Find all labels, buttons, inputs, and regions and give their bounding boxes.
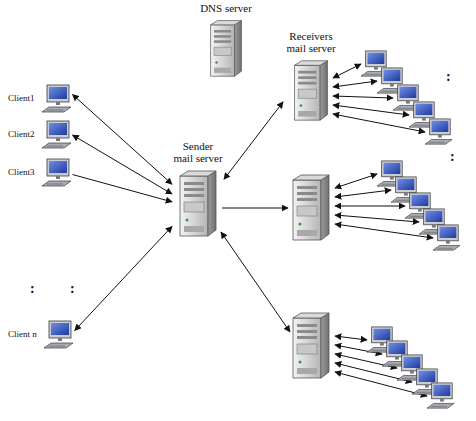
server-label: Sender mail server xyxy=(172,140,224,164)
mail-link xyxy=(335,215,419,222)
mail-link xyxy=(75,226,172,330)
server-node: Sender mail server xyxy=(172,140,224,238)
server-icon xyxy=(177,168,219,238)
mail-link xyxy=(335,174,377,188)
client-node: Client2 xyxy=(8,120,73,150)
computer-icon xyxy=(433,225,460,250)
server-icon xyxy=(206,18,246,78)
client-label: Client n xyxy=(8,330,37,340)
computer-icon xyxy=(427,383,454,408)
computer-icon xyxy=(43,320,75,350)
server-icon xyxy=(291,58,331,122)
mail-link xyxy=(335,190,391,197)
mail-link xyxy=(224,102,283,179)
continuation-dots: : xyxy=(450,150,455,164)
receiver-side xyxy=(221,51,460,408)
mail-link xyxy=(221,232,290,332)
mail-link xyxy=(73,95,173,185)
computer-icon xyxy=(41,120,73,150)
client-node: Client1 xyxy=(8,84,73,114)
continuation-dots: : xyxy=(446,70,451,84)
computer-icon xyxy=(41,84,73,114)
mail-link xyxy=(333,114,425,132)
mail-link xyxy=(333,81,377,87)
mail-link xyxy=(335,206,405,207)
mail-link xyxy=(222,208,288,209)
client-node: Client n xyxy=(8,320,75,350)
server-node: DNS server xyxy=(191,2,261,78)
computer-icon xyxy=(425,119,452,144)
mail-link xyxy=(333,96,393,98)
mail-link xyxy=(335,224,433,238)
mail-link xyxy=(333,64,361,78)
continuation-dots: : xyxy=(70,282,75,296)
client-label: Client3 xyxy=(8,168,35,178)
client-node: Client3 xyxy=(8,158,73,188)
server-label: DNS server xyxy=(191,2,261,14)
server-icon xyxy=(293,313,329,378)
mail-link xyxy=(73,175,173,202)
server-label: Receivers mail server xyxy=(283,30,339,54)
server-icon xyxy=(293,175,329,240)
continuation-dots: : xyxy=(30,282,35,296)
computer-icon xyxy=(41,158,73,188)
mail-link xyxy=(335,336,367,340)
mail-link xyxy=(73,135,173,194)
server-node: Receivers mail server xyxy=(283,30,339,122)
client-label: Client2 xyxy=(8,130,35,140)
client-label: Client1 xyxy=(8,94,35,104)
